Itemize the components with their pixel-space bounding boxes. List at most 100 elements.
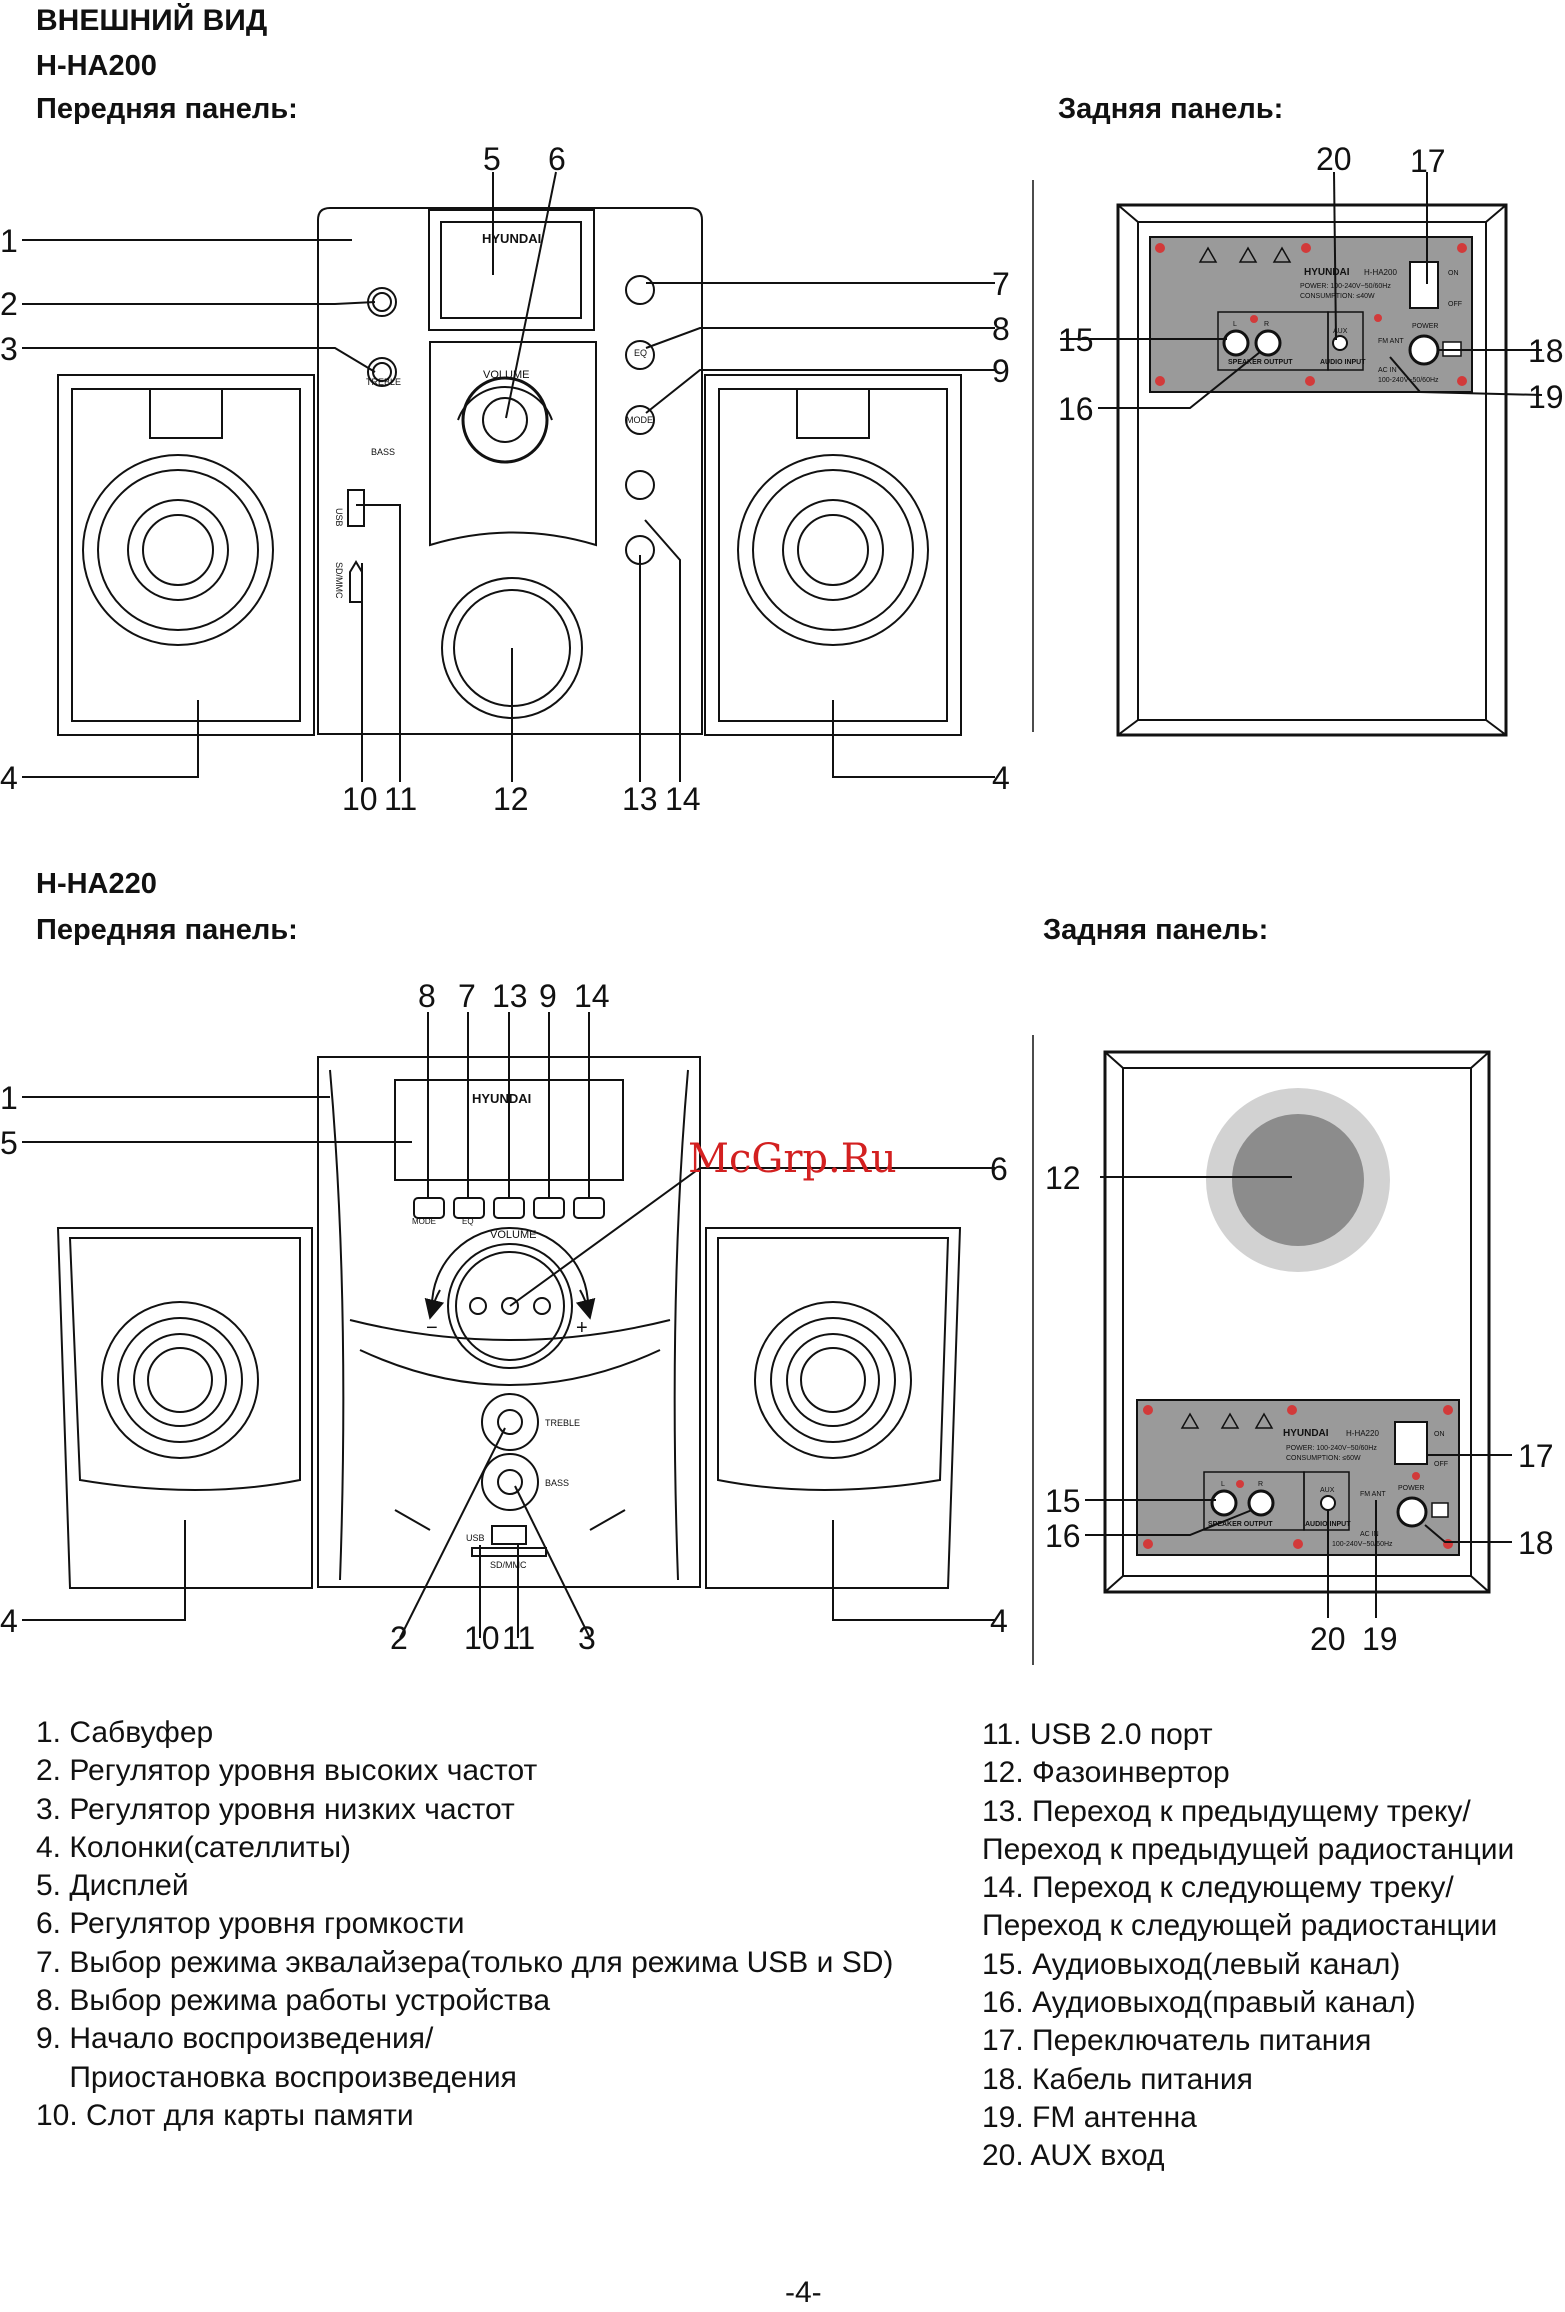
ha200-front-diagram <box>22 171 995 782</box>
ha220-callout-10: 10 <box>464 1620 500 1656</box>
ha200-rear-plate <box>1149 236 1473 393</box>
ha220-brand-label: HYUNDAI <box>472 1091 531 1106</box>
legend-item-6: 6. Регулятор уровня громкости <box>36 1907 465 1941</box>
ha220-callout-13: 13 <box>492 978 528 1014</box>
ha220-callout-3: 3 <box>578 1620 596 1656</box>
ha220-rear-on: ON <box>1434 1431 1445 1438</box>
ha200-rear-brand: HYUNDAI <box>1304 267 1350 278</box>
legend-item-17: 17. Переключатель питания <box>982 2024 1372 2058</box>
ha220-callout-19: 19 <box>1362 1621 1398 1657</box>
ha200-rear-ac-spec: 100-240V~50/60Hz <box>1378 377 1439 384</box>
ha220-rear-aux: AUX <box>1320 1487 1335 1494</box>
legend-item-5: 5. Дисплей <box>36 1869 189 1903</box>
ha220-callout-7: 7 <box>458 978 476 1014</box>
model-name-ha220: H-HA220 <box>36 868 157 900</box>
ha200-callout-9: 9 <box>992 353 1010 389</box>
ha200-callout-4-left: 4 <box>0 760 18 796</box>
ha200-brand-label: HYUNDAI <box>482 231 541 246</box>
legend-item-10: 10. Слот для карты памяти <box>36 2098 414 2132</box>
ha220-rear-ac-spec: 100-240V~50/60Hz <box>1332 1541 1393 1548</box>
ha220-left-satellite <box>56 1227 313 1589</box>
ha220-callout-5: 5 <box>0 1125 18 1161</box>
legend-item-8: 8. Выбор режима работы устройства <box>36 1984 551 2018</box>
ha200-sdmmc-label: SD/MMC <box>334 562 344 599</box>
legend-left: 1. Сабвуфер 2. Регулятор уровня высоких … <box>36 1714 893 2135</box>
watermark-text: McGrp.Ru <box>688 1136 897 1182</box>
legend-item-14: 14. Переход к следующему треку/ <box>982 1871 1454 1905</box>
legend-item-3: 3. Регулятор уровня низких частот <box>36 1792 515 1826</box>
ha200-callout-4-right: 4 <box>992 760 1010 796</box>
ha220-callout-14: 14 <box>574 978 610 1014</box>
legend-item-1: 1. Сабвуфер <box>36 1716 214 1749</box>
ha200-subwoofer-front <box>317 207 703 735</box>
ha200-callout-7: 7 <box>992 266 1010 302</box>
ha220-rear-fm-ant: FM ANT <box>1360 1491 1386 1498</box>
ha220-rear-off: OFF <box>1434 1461 1448 1468</box>
ha220-callout-12: 12 <box>1045 1160 1081 1196</box>
ha200-rear-fm-ant: FM ANT <box>1378 338 1404 345</box>
ha220-callout-11: 11 <box>502 1620 535 1656</box>
ha200-callout-2: 2 <box>0 286 18 322</box>
ha220-callout-2: 2 <box>390 1620 408 1656</box>
ha200-callout-13: 13 <box>622 781 658 817</box>
ha200-callout-16: 16 <box>1058 391 1094 427</box>
legend-item-11: 11. USB 2.0 порт <box>982 1718 1213 1751</box>
ha200-volume-label: VOLUME <box>483 369 529 381</box>
ha200-rear-model: H-HA200 <box>1364 268 1397 277</box>
ha220-callout-6: 6 <box>990 1151 1008 1187</box>
ha200-callout-20: 20 <box>1316 141 1352 177</box>
model-name-ha200: H-HA200 <box>36 50 157 82</box>
legend-item-13: 13. Переход к предыдущему треку/ <box>982 1794 1471 1828</box>
ha200-right-satellite <box>704 374 962 736</box>
ha220-callout-18: 18 <box>1518 1525 1554 1561</box>
ha200-bass-label: BASS <box>371 447 395 457</box>
legend-item-14-cont: Переход к следующей радиостанции <box>982 1909 1498 1943</box>
ha200-callout-lines <box>22 171 995 782</box>
ha220-eq-label: EQ <box>462 1217 474 1226</box>
ha200-left-satellite <box>57 374 315 736</box>
front-panel-label-ha220: Передняя панель: <box>36 914 298 946</box>
ha220-rear-power: POWER <box>1398 1485 1424 1492</box>
rear-panel-label-ha220: Задняя панель: <box>1043 914 1269 946</box>
ha220-callout-4-left: 4 <box>0 1603 18 1639</box>
ha200-callout-6: 6 <box>548 141 566 177</box>
ha220-rear-ac-in: AC IN <box>1360 1531 1379 1538</box>
ha220-volume-label: VOLUME <box>490 1229 536 1241</box>
ha200-rear-on: ON <box>1448 270 1459 277</box>
ha200-treble-label: TREBLE <box>366 377 401 387</box>
ha220-rear-power-spec: POWER: 100-240V~50/60Hz <box>1286 1445 1377 1452</box>
ha220-callout-15: 15 <box>1045 1483 1081 1519</box>
ha220-callout-8: 8 <box>418 978 436 1014</box>
ha200-rear-diagram <box>1060 171 1543 737</box>
ha220-port-hole <box>1232 1114 1364 1246</box>
ha200-callout-19: 19 <box>1528 379 1564 415</box>
ha200-callout-5: 5 <box>483 141 501 177</box>
ha200-rear-speaker-output: SPEAKER OUTPUT <box>1228 359 1293 366</box>
page-heading: ВНЕШНИЙ ВИД <box>36 4 268 37</box>
legend-item-20: 20. AUX вход <box>982 2139 1165 2173</box>
ha220-callout-1: 1 <box>0 1080 18 1116</box>
ha200-callout-18: 18 <box>1528 333 1564 369</box>
ha220-rear-r: R <box>1258 1481 1263 1488</box>
ha200-callout-15: 15 <box>1058 322 1094 358</box>
ha200-rear-power-spec: POWER: 100-240V~50/60Hz <box>1300 283 1391 290</box>
ha220-rear-consumption: CONSUMPTION: ≤60W <box>1286 1455 1361 1462</box>
ha200-callout-1: 1 <box>0 223 18 259</box>
ha220-callout-16: 16 <box>1045 1518 1081 1554</box>
front-panel-label-ha200: Передняя панель: <box>36 93 298 125</box>
legend-item-9: 9. Начало воспроизведения/ <box>36 2022 434 2056</box>
ha220-usb-label: USB <box>466 1533 485 1543</box>
ha220-callout-17: 17 <box>1518 1438 1554 1474</box>
legend-item-12: 12. Фазоинвертор <box>982 1756 1230 1790</box>
ha200-callout-3: 3 <box>0 331 18 367</box>
ha220-rear-diagram <box>1085 1050 1512 1618</box>
legend-item-15: 15. Аудиовыход(левый канал) <box>982 1947 1401 1981</box>
ha220-plus-label: + <box>576 1317 588 1339</box>
legend-item-13-cont: Переход к предыдущей радиостанции <box>982 1832 1515 1866</box>
ha200-usb-label: USB <box>334 508 344 527</box>
ha200-rear-audio-input: AUDIO INPUT <box>1320 359 1366 366</box>
ha200-rear-consumption: CONSUMPTION: ≤40W <box>1300 293 1375 300</box>
ha200-eq-label: EQ <box>634 348 647 358</box>
ha200-callout-11: 11 <box>384 781 417 817</box>
